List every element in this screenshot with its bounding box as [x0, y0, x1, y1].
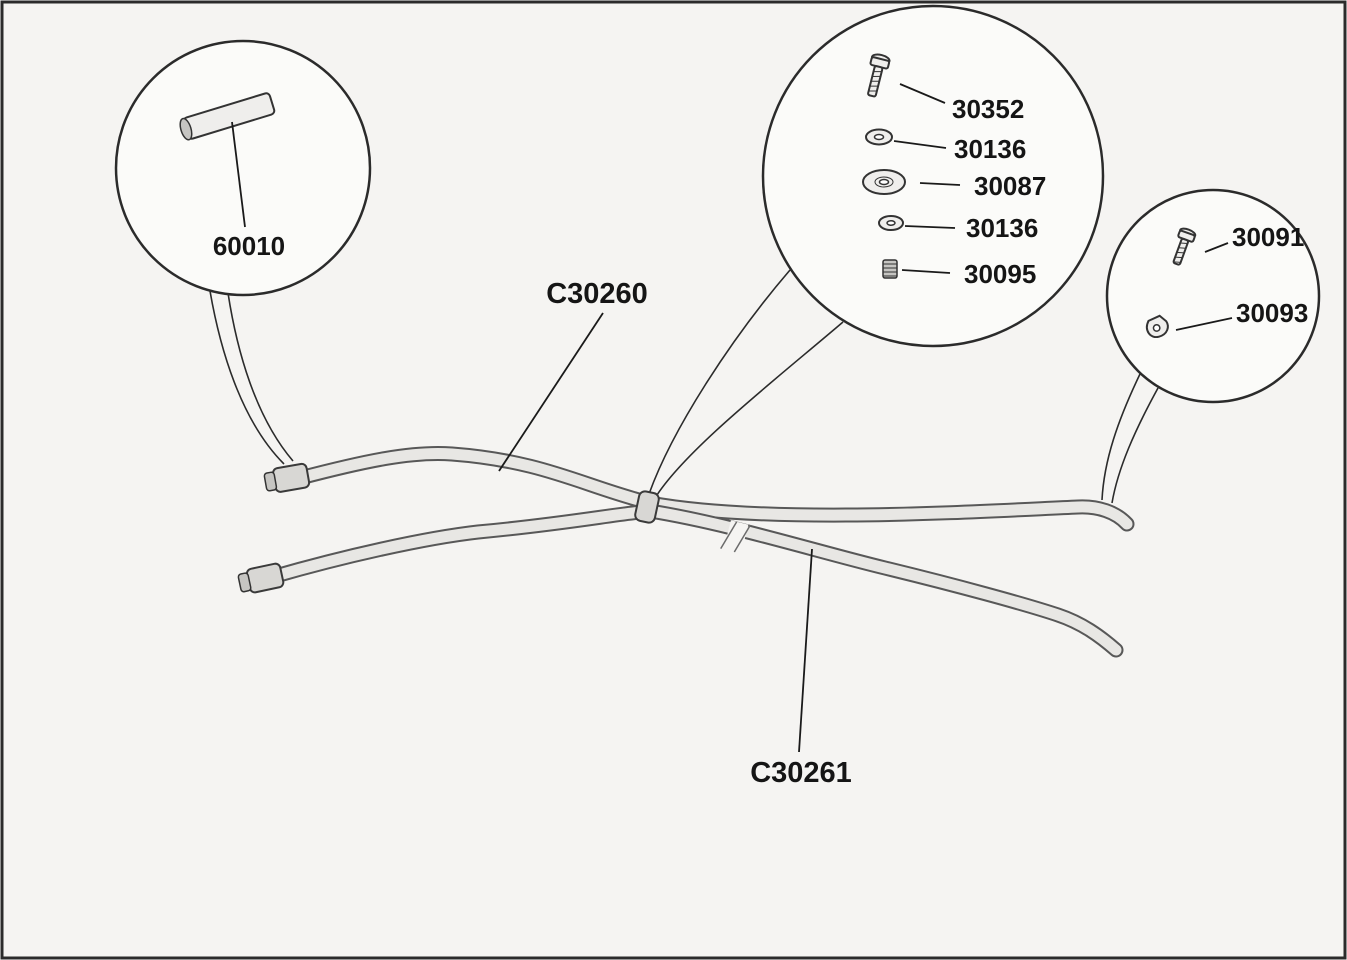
label-30095: 30095 [964, 259, 1036, 289]
fitting-tip [237, 572, 252, 593]
callout-right-leader-curve [1111, 387, 1159, 504]
callout-center: 30352 30136 30087 30136 30095 [761, 4, 1105, 348]
callout-left-leader-curve [227, 292, 294, 462]
label-30352: 30352 [952, 94, 1024, 124]
label-30136-upper: 30136 [954, 134, 1026, 164]
lower-tube-body [266, 505, 1122, 656]
clip-hole [1152, 324, 1161, 332]
washer-small-upper-part [865, 128, 893, 146]
callout-right-circle [1105, 188, 1321, 404]
washer-ring [874, 176, 894, 188]
callout-center-leader-curve [654, 321, 844, 499]
callout-left: 60010 [114, 39, 372, 297]
break-slash [733, 524, 751, 553]
callout-center-circle [761, 4, 1105, 348]
washer-hole [878, 178, 890, 186]
pointer-line-30093 [1175, 317, 1233, 331]
callout-left-leader-curve [209, 290, 285, 465]
nut-spacer-part [882, 259, 898, 279]
label-30087: 30087 [974, 171, 1046, 201]
pointer-line-30352 [899, 83, 946, 104]
fitting-tip [263, 471, 278, 492]
sleeve-open-end [179, 117, 193, 141]
washer-hole [873, 133, 885, 141]
label-C30260: C30260 [546, 278, 648, 310]
pointer-line-30136-lower [904, 225, 956, 229]
screw-part [1172, 227, 1197, 266]
bolt-threads [868, 71, 882, 92]
washer-small-lower-part [878, 215, 904, 231]
clip-part [1145, 314, 1169, 339]
tube-break-symbol [720, 520, 751, 554]
callout-right-leader-curve [1101, 373, 1141, 501]
lower-tube [237, 503, 1124, 658]
tube-junction-connector [634, 490, 660, 524]
upper-tube-left-fitting [263, 462, 311, 493]
callout-center-leader-curve [648, 269, 791, 495]
fitting-nut [272, 462, 311, 493]
label-C30261: C30261 [750, 757, 852, 789]
pointer-line-C30260 [498, 312, 604, 472]
callout-right: 30091 30093 [1105, 188, 1321, 404]
bolt-part [867, 53, 891, 98]
sleeve-cylinder-part [179, 92, 276, 141]
washer-hole [886, 220, 896, 226]
pointer-line-30095 [901, 269, 951, 274]
label-60010: 60010 [213, 231, 285, 261]
break-slash [720, 521, 738, 550]
pointer-line-C30261 [798, 548, 813, 753]
upper-tube-callout: C30260 [498, 278, 648, 472]
pointer-line-30091 [1204, 242, 1229, 253]
lower-tube-callout: C30261 [750, 548, 852, 789]
pointer-line-30087 [919, 182, 961, 186]
nut-body [882, 259, 898, 279]
label-30136-lower: 30136 [966, 213, 1038, 243]
washer-large-part [862, 169, 906, 195]
junction-block [634, 490, 660, 524]
label-30091: 30091 [1232, 222, 1304, 252]
label-30093: 30093 [1236, 298, 1308, 328]
screw-threads [1173, 242, 1188, 263]
break-gap [723, 520, 749, 554]
pointer-line-60010 [231, 121, 246, 228]
callout-left-circle [114, 39, 372, 297]
pointer-line-30136-upper [893, 140, 947, 149]
nut-ridges [883, 263, 897, 277]
lower-tube-left-fitting [237, 562, 285, 594]
